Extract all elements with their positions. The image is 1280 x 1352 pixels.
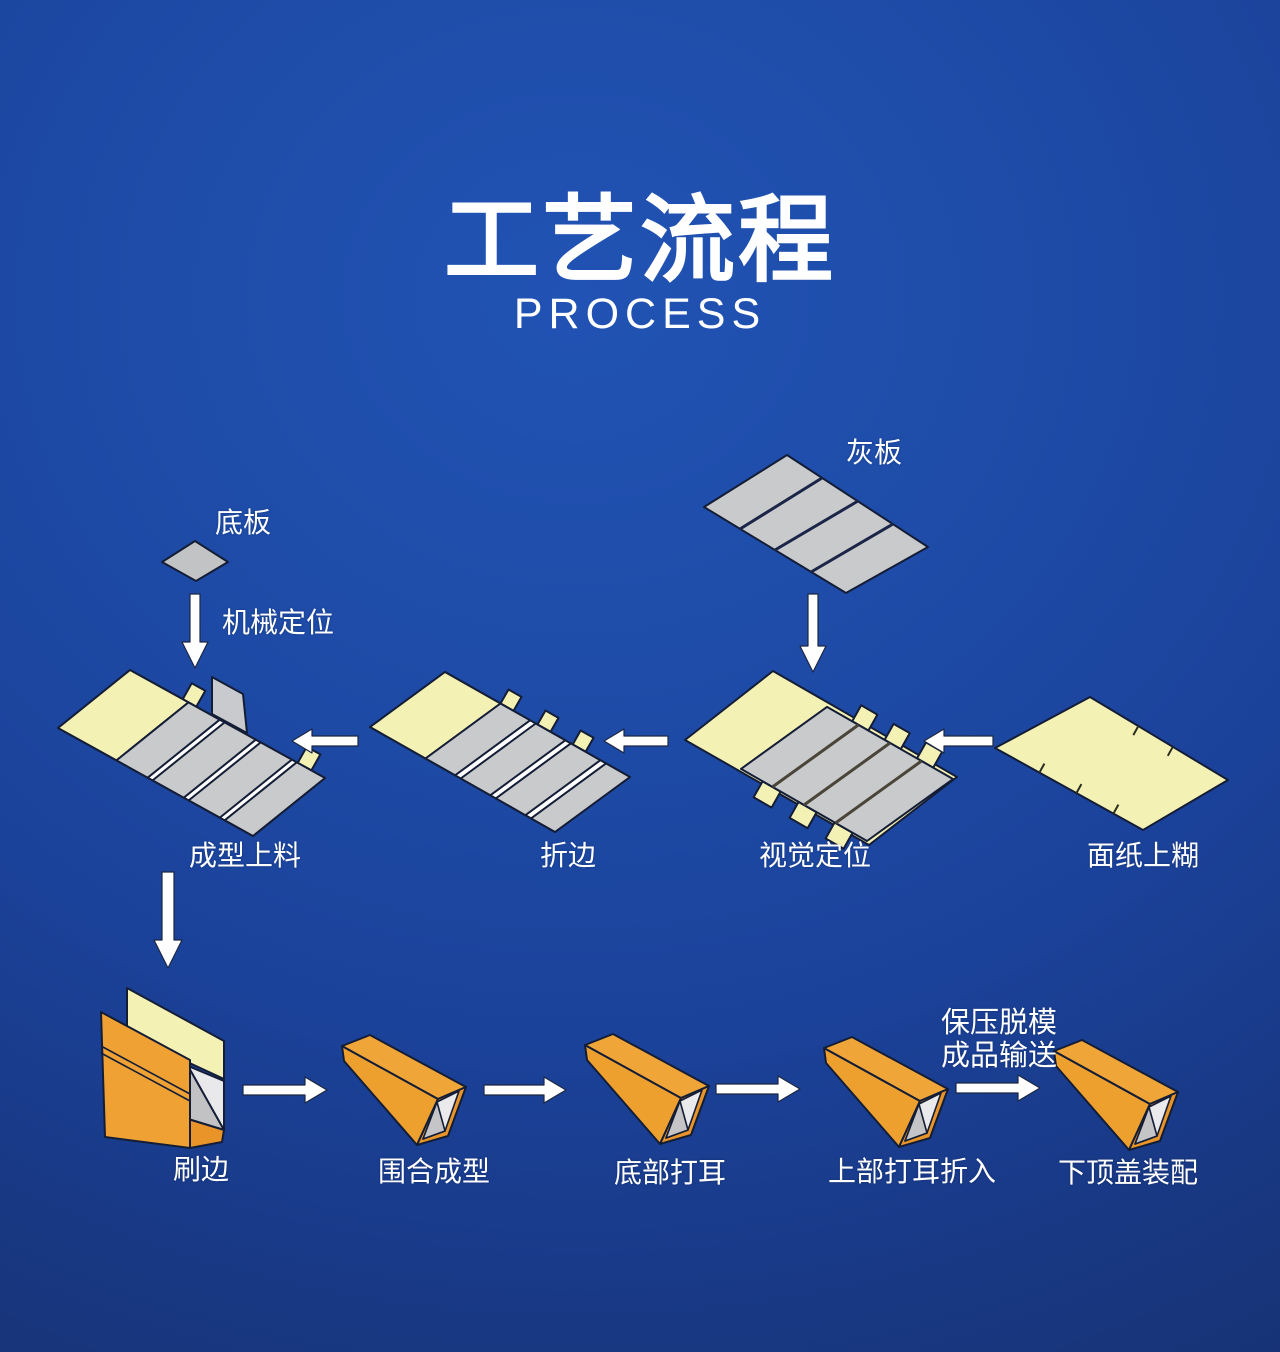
base-board-graphic (161, 540, 229, 582)
label-step-vision-positioning: 视觉定位 (758, 840, 871, 871)
right-arrow-3 (715, 1075, 801, 1103)
edge-folding-graphic (369, 671, 631, 833)
down-arrow-from-grey-board (799, 593, 827, 673)
bottom-ear-box-graphic (584, 1033, 710, 1145)
brush-edge-graphic (100, 987, 225, 1149)
glued-face-paper-graphic (994, 696, 1229, 831)
grey-board-graphic (703, 454, 929, 594)
page-title: 工艺流程 (443, 188, 836, 294)
vision-positioning-graphic (684, 670, 958, 850)
label-grey-board: 灰板 (845, 437, 902, 468)
left-arrow-1 (291, 728, 359, 754)
label-demold-line1: 保压脱模 (940, 1007, 1057, 1039)
label-step-lid-assembly: 下顶盖装配 (1057, 1157, 1198, 1188)
right-arrow-1 (242, 1076, 328, 1104)
label-step-face-paper-gluing: 面纸上糊 (1086, 840, 1199, 871)
page-subtitle: PROCESS (513, 290, 767, 338)
label-step-enclosing-forming: 围合成型 (377, 1156, 490, 1187)
forming-loading-graphic (57, 669, 326, 837)
label-demold-line2: 成品输送 (940, 1040, 1057, 1072)
label-step-brush-edge: 刷边 (172, 1154, 229, 1185)
right-arrow-4 (955, 1074, 1041, 1102)
label-step-forming-loading: 成型上料 (188, 840, 301, 871)
down-arrow-from-base-board (181, 593, 209, 669)
label-step-edge-folding: 折边 (539, 840, 596, 871)
label-base-board: 底板 (214, 507, 271, 538)
label-mechanical-positioning: 机械定位 (222, 607, 335, 638)
label-demold-convey: 保压脱模 成品输送 (899, 1007, 1099, 1073)
right-arrow-2 (483, 1076, 567, 1104)
down-arrow-to-brush-edge (153, 871, 183, 969)
left-arrow-2 (603, 728, 669, 754)
label-step-top-ear-fold-in: 上部打耳折入 (827, 1156, 996, 1187)
label-step-bottom-ear-punch: 底部打耳 (613, 1157, 726, 1188)
left-arrow-3 (923, 728, 994, 754)
